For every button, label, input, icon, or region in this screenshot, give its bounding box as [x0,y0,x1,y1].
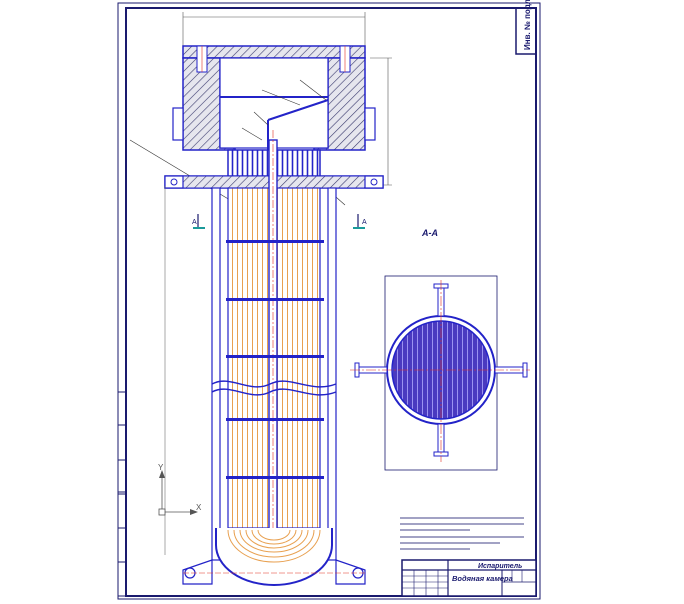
cut-marker-right-label: А [362,219,367,226]
technical-notes [400,517,524,550]
axis-x-label: X [196,503,202,512]
water-chamber-head [129,12,392,206]
cut-marker-left [193,214,205,229]
axis-indicator [158,470,198,516]
axis-y-label: Y [158,463,164,472]
corner-stamp: Инв. № подл. [523,0,532,50]
u-tube-bundle-bottom [182,528,366,586]
main-flange [164,175,384,189]
section-view [350,275,530,471]
cut-marker-left-label: А [192,219,197,226]
title-block [401,559,537,597]
section-label: А-А [421,228,438,238]
cut-marker-right [353,214,365,229]
drawing-title: Водяная камера [452,574,513,583]
document-title: Испаритель [478,563,522,570]
sheet-frame [117,2,541,600]
shell [164,130,337,561]
